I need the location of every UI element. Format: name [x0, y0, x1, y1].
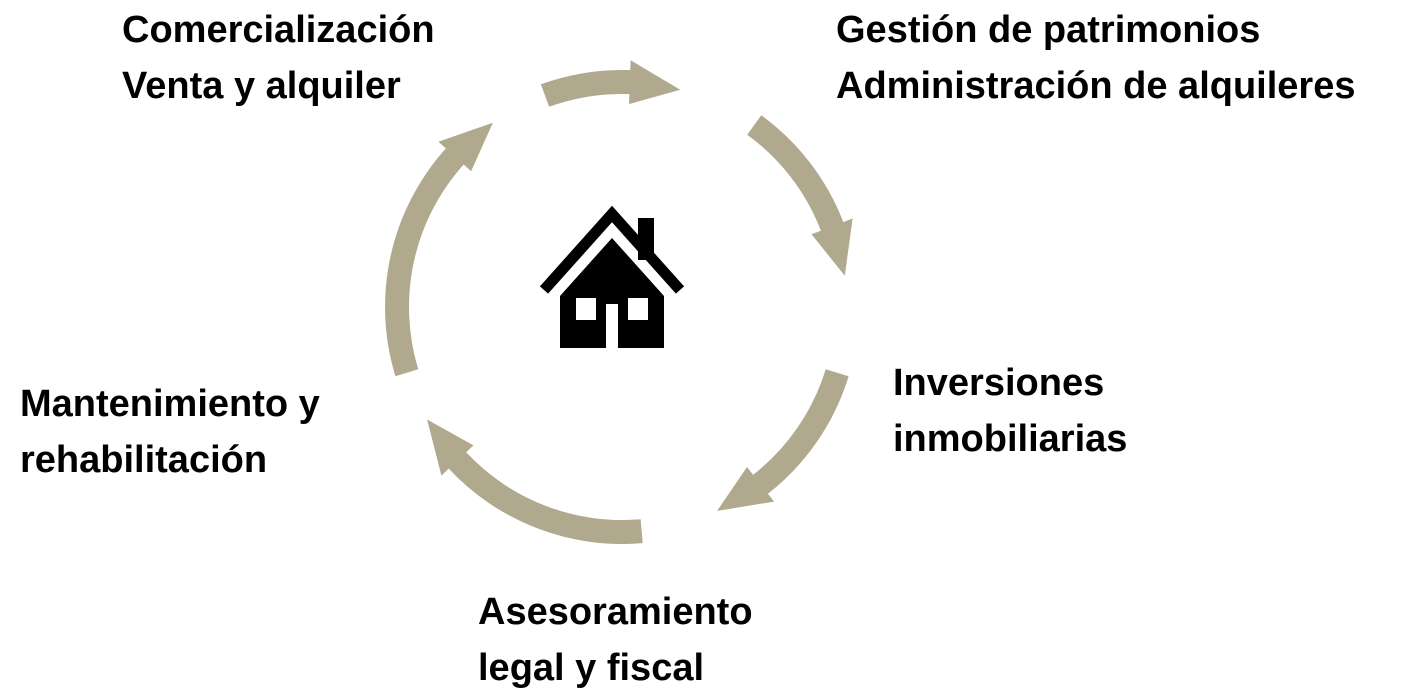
stage-mantenimiento-line1: Mantenimiento y [20, 383, 320, 425]
stage-comercializacion-line2: Venta y alquiler [122, 65, 401, 107]
cycle-arrows [385, 60, 853, 545]
stage-label-mantenimiento: Mantenimiento y rehabilitación [20, 376, 320, 488]
house-window-left [576, 298, 596, 320]
stage-label-asesoramiento: Asesoramiento legal y fiscal [478, 584, 753, 694]
stage-gestion-line1: Gestión de patrimonios [836, 9, 1261, 51]
stage-label-comercializacion: Comercialización Venta y alquiler [122, 2, 435, 114]
stage-label-gestion: Gestión de patrimonios Administración de… [836, 2, 1355, 114]
stage-mantenimiento-line2: rehabilitación [20, 439, 268, 481]
stage-asesoramiento-line1: Asesoramiento [478, 591, 753, 633]
arrow-to-comercializacion [385, 122, 493, 377]
stage-inversiones-line1: Inversiones [893, 362, 1105, 404]
house-roof [539, 205, 685, 294]
stage-label-inversiones: Inversiones inmobiliarias [893, 355, 1127, 467]
house-icon [539, 205, 685, 348]
house-door [606, 304, 618, 348]
arrow-to-asesoramiento [717, 369, 849, 511]
stage-inversiones-line2: inmobiliarias [893, 418, 1128, 460]
house-body [560, 238, 664, 348]
arrow-to-gestion [540, 60, 681, 107]
arrow-to-mantenimiento [427, 419, 643, 545]
stage-asesoramiento-line2: legal y fiscal [478, 647, 705, 689]
house-window-right [628, 298, 648, 320]
stage-comercializacion-line1: Comercialización [122, 9, 435, 51]
stage-gestion-line2: Administración de alquileres [836, 65, 1356, 107]
arrow-to-inversiones [747, 115, 853, 276]
